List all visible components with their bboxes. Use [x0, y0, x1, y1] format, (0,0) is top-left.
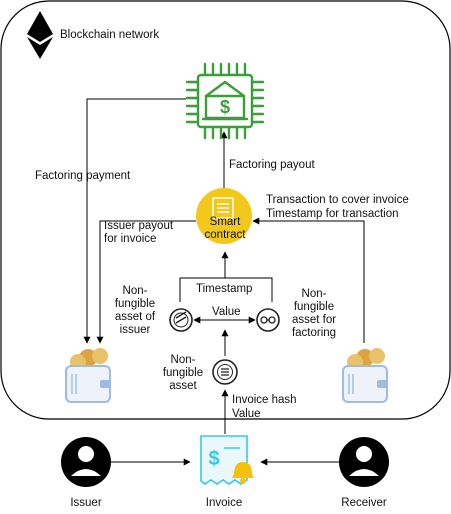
label-issuer-payout-line1: Issuer payout	[104, 220, 174, 232]
label-factoring-payout: Factoring payout	[229, 159, 315, 171]
label-nf-asset-line3: asset	[169, 380, 197, 392]
invoice-icon: $	[200, 435, 254, 485]
label-timestamp-transaction: Timestamp for transaction	[266, 208, 399, 220]
label-nf-issuer: Non- fungible asset of issuer	[112, 285, 158, 337]
svg-text:$: $	[208, 448, 219, 470]
user-icon-issuer	[61, 437, 111, 487]
actor-label-issuer: Issuer	[70, 497, 102, 509]
label-issuer-payout-line2: for invoice	[104, 233, 157, 245]
label-value-bottom: Value	[232, 408, 261, 420]
network-title: Blockchain network	[60, 29, 160, 41]
label-nf-factoring-line2: fungible	[293, 301, 335, 313]
label-invoice-hash: Invoice hash	[232, 394, 297, 406]
label-nf-issuer-line2: fungible	[114, 298, 156, 310]
smart-contract-label-line1: Smart	[209, 216, 241, 228]
timestamp-bracket	[179, 277, 273, 302]
wallet-icon-receiver	[342, 348, 388, 403]
label-nf-factoring-line1: Non-	[301, 288, 327, 300]
arrow-factoring-payment	[83, 98, 186, 344]
wallet-icon-issuer	[65, 348, 111, 403]
arrow-issuer-payout	[96, 220, 196, 344]
label-nf-asset-line1: Non-	[170, 354, 196, 366]
smart-contract-label: Smart contract	[200, 216, 250, 242]
label-nf-issuer-line4: issuer	[119, 324, 151, 336]
label-nf-issuer-line3: asset of	[114, 311, 156, 323]
actor-label-invoice: Invoice	[205, 497, 243, 509]
arrow-transaction-cover	[252, 217, 365, 343]
actor-label-receiver: Receiver	[341, 497, 387, 509]
smart-contract-label-line2: contract	[204, 229, 246, 241]
label-nf-issuer-line1: Non-	[122, 285, 148, 297]
label-timestamp: Timestamp	[196, 283, 253, 295]
token-icon-asset	[212, 359, 238, 385]
label-nf-asset-line2: fungible	[162, 367, 204, 379]
token-icon-issuer	[169, 308, 193, 332]
label-nf-asset: Non- fungible asset	[160, 354, 206, 393]
bank-chip-icon: $	[185, 62, 265, 140]
label-nf-factoring-line4: factoring	[291, 327, 337, 339]
label-transaction-cover: Transaction to cover invoice	[266, 194, 409, 206]
smart-contract-icon	[196, 188, 252, 244]
label-value-mid: Value	[212, 306, 241, 318]
connectors	[83, 98, 365, 466]
label-issuer-payout: Issuer payout for invoice	[104, 220, 173, 246]
label-factoring-payment: Factoring payment	[35, 170, 131, 182]
user-icon-receiver	[339, 437, 389, 487]
ethereum-icon	[27, 11, 53, 59]
label-nf-factoring: Non- fungible asset for factoring	[286, 288, 342, 340]
token-icon-factoring	[256, 308, 280, 332]
svg-text:$: $	[220, 97, 230, 117]
label-nf-factoring-line3: asset for	[291, 314, 337, 326]
